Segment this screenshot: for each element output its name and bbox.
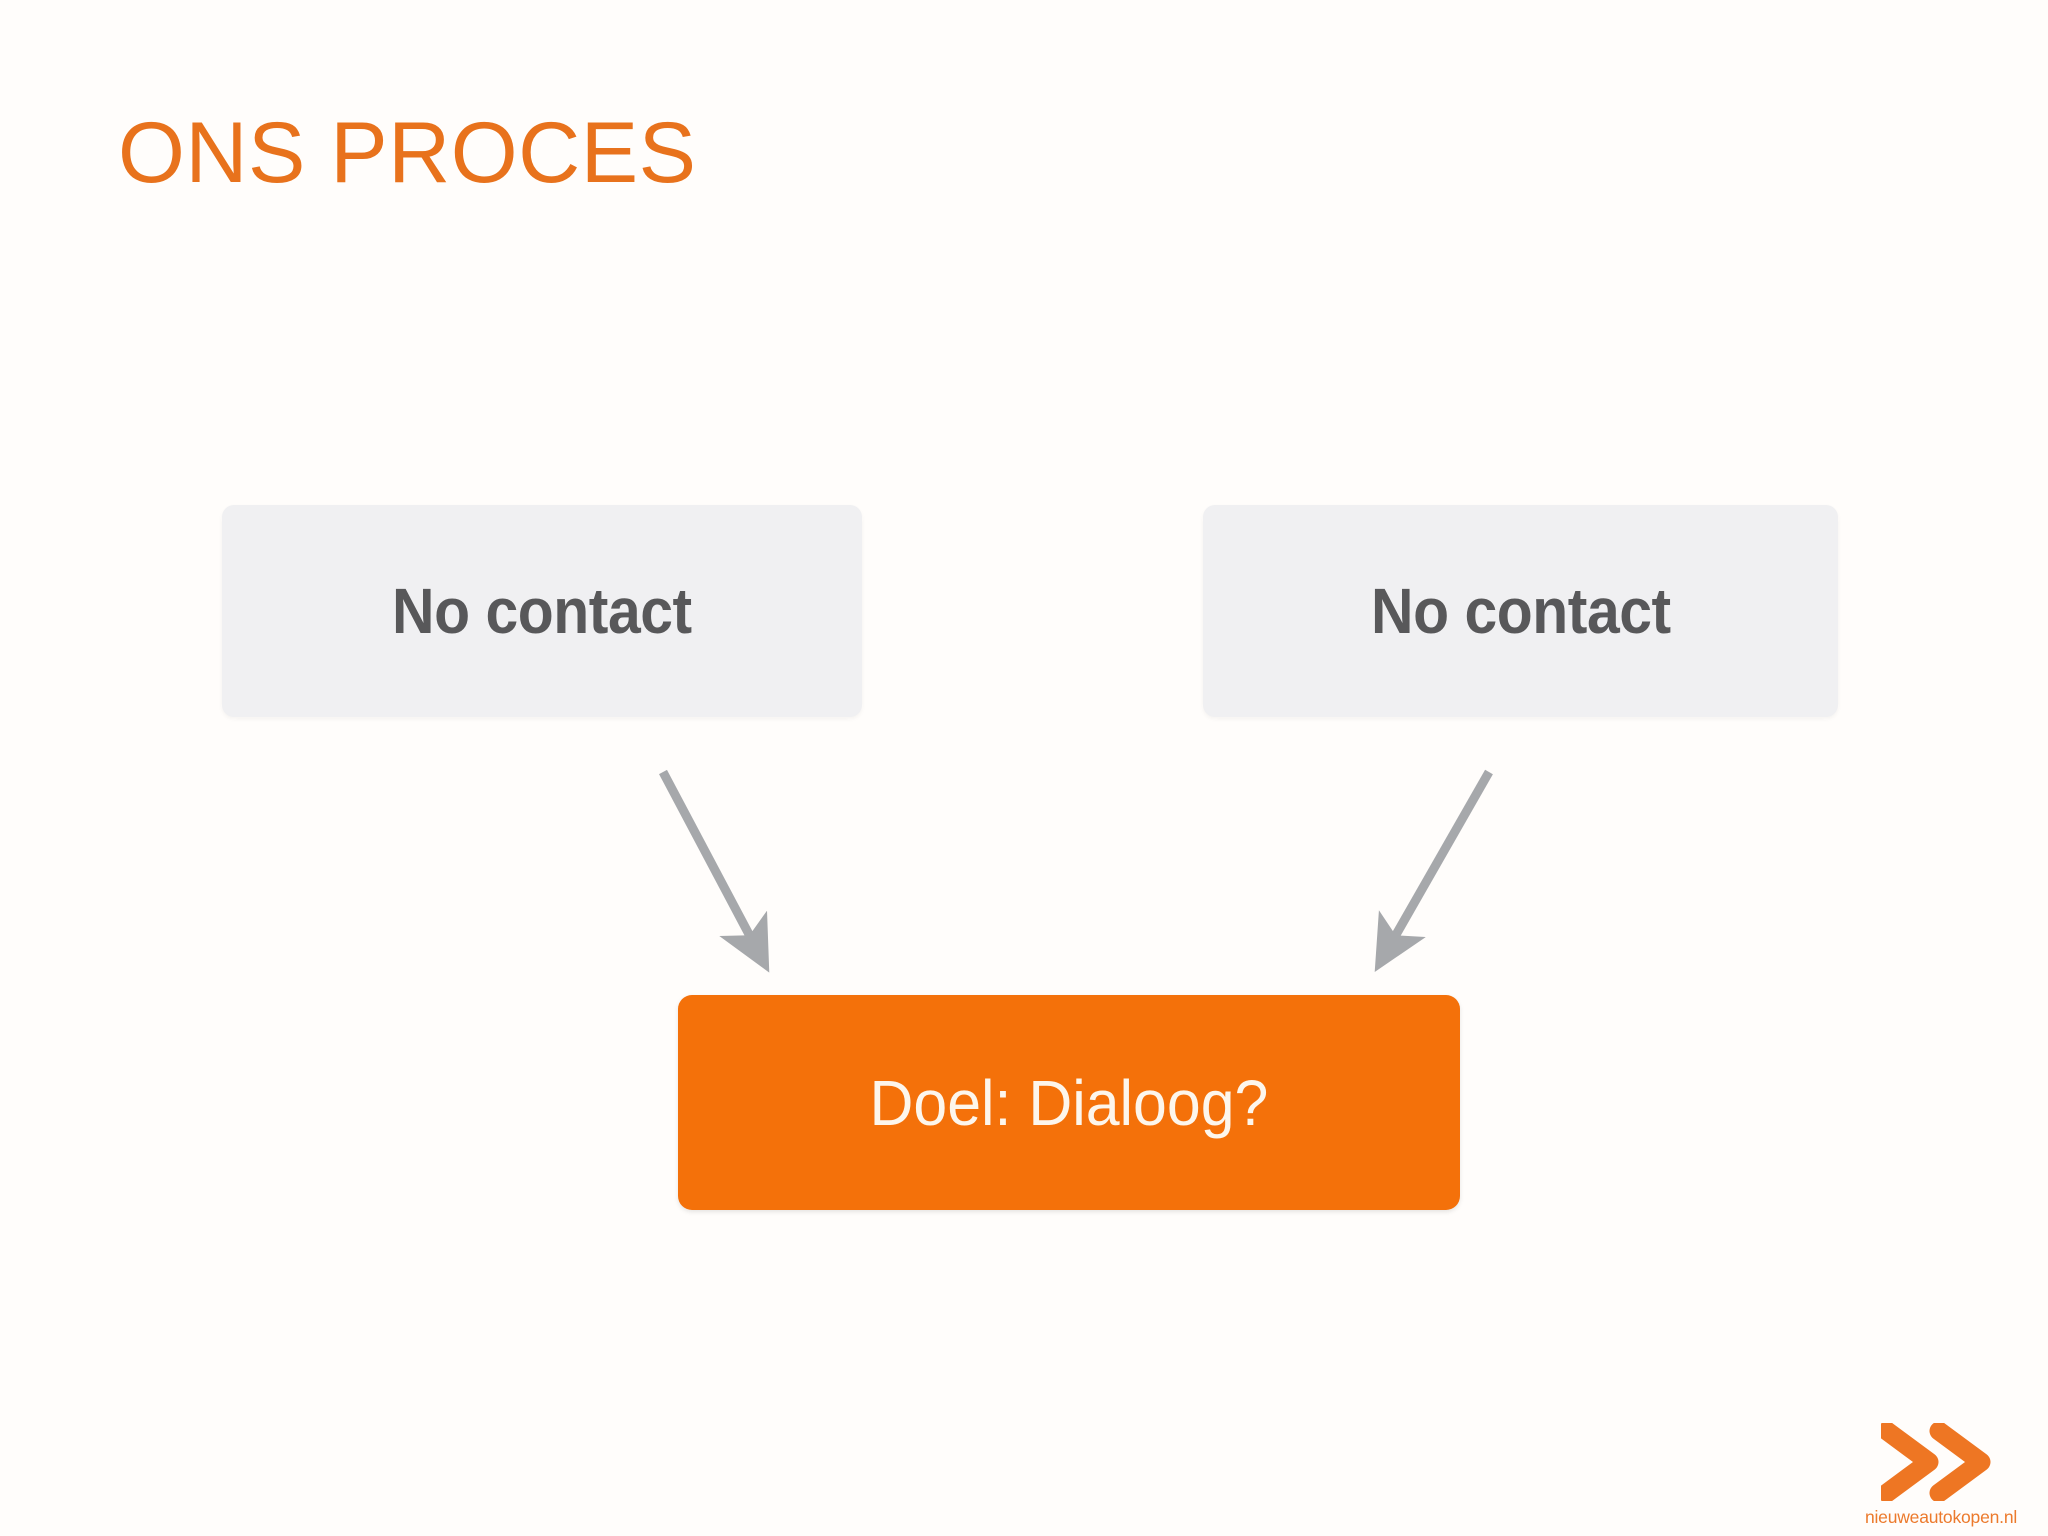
brand-logo: nieuweautokopen.nl (1856, 1404, 2026, 1528)
arrow-right-to-goal (1374, 769, 1493, 973)
process-node-label: No contact (1370, 575, 1671, 647)
process-node-label: Doel: Dialoog? (869, 1066, 1269, 1139)
page-title: ONS PROCES (118, 105, 697, 201)
arrow-left-to-goal (659, 769, 770, 973)
process-node-no-contact-right[interactable]: No contact (1203, 505, 1838, 717)
process-node-no-contact-left[interactable]: No contact (222, 505, 862, 717)
process-node-goal-dialoog[interactable]: Doel: Dialoog? (678, 995, 1460, 1210)
double-chevron-right-icon (1881, 1423, 1991, 1501)
process-node-label: No contact (392, 575, 692, 647)
brand-logo-text: nieuweautokopen.nl (1864, 1507, 2018, 1527)
